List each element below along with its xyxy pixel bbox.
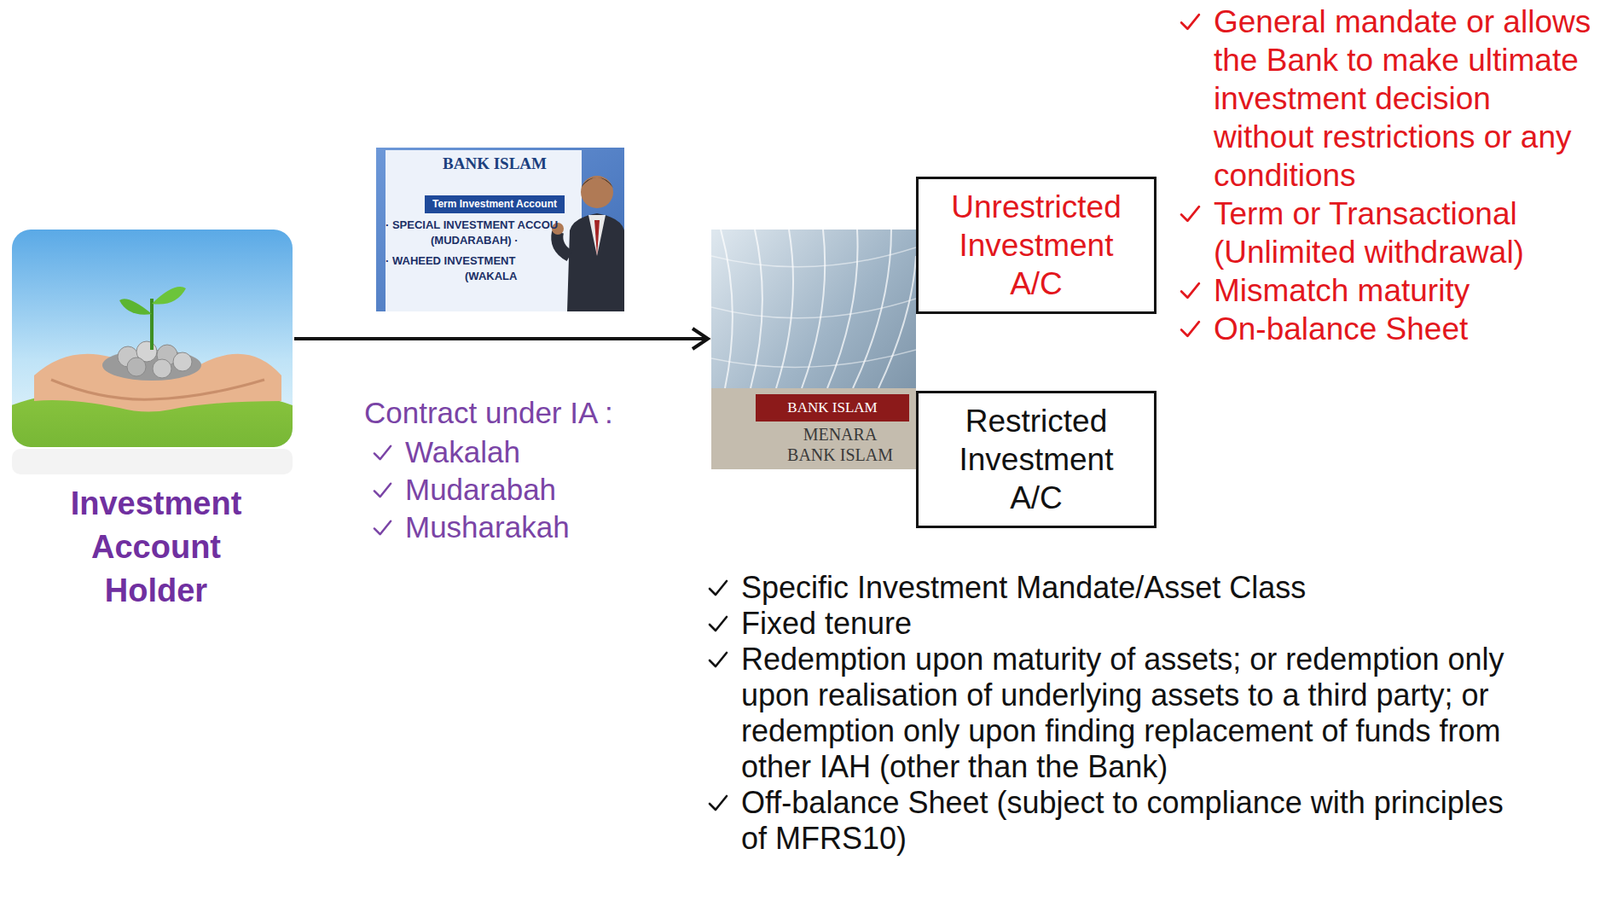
unrestricted-feature-text: Mismatch maturity: [1213, 271, 1595, 310]
unrestricted-feature: Term or Transactional (Unlimited withdra…: [1213, 194, 1595, 272]
check-mark: [1178, 202, 1202, 226]
photo-banner-text: Term Investment Account: [424, 197, 565, 211]
contract-item-text: Musharakah: [405, 508, 679, 546]
restricted-feature: Fixed tenure: [741, 605, 1509, 642]
photo-sign-text: · SPECIAL INVESTMENT ACCOU: [385, 218, 558, 232]
contract-item: Wakalah: [405, 433, 679, 471]
restricted-feature-text: Fixed tenure: [741, 605, 1509, 642]
account-box: Restricted Investment A/C: [915, 390, 1157, 528]
bank-building-picture: [711, 229, 916, 470]
contract-item-text: Wakalah: [405, 433, 679, 471]
check-mark: [371, 516, 394, 539]
check-mark: [1178, 278, 1202, 302]
check-stroke: [709, 580, 727, 595]
check-stroke: [374, 483, 391, 497]
contract-heading: Contract under IA :: [364, 394, 614, 432]
holder-caption: Investment Account Holder: [49, 481, 263, 613]
flow-arrow-head: [692, 328, 708, 349]
box-label: Unrestricted Investment A/C: [937, 187, 1136, 303]
check-mark: [371, 479, 394, 501]
check-stroke: [374, 521, 391, 534]
contract-item: Musharakah: [405, 508, 679, 546]
check-stroke: [1181, 14, 1200, 29]
presenter-photo: [376, 147, 625, 312]
unrestricted-feature: On-balance Sheet: [1213, 309, 1595, 348]
check-stroke: [374, 446, 391, 459]
photo-sign-text: (MUDARABAH) ·: [430, 233, 519, 248]
picture-reflection: [11, 448, 293, 475]
restricted-feature: Redemption upon maturity of assets; or r…: [741, 641, 1509, 785]
restricted-feature: Specific Investment Mandate/Asset Class: [741, 569, 1509, 606]
flow-arrow-line: [294, 336, 707, 341]
building-name-text: MENARA: [767, 423, 913, 445]
building-sign-text: BANK ISLAM: [755, 398, 910, 418]
restricted-feature-text: Off-balance Sheet (subject to compliance…: [741, 784, 1509, 857]
check-mark: [707, 612, 730, 635]
photo-sign-text: (WAKALA: [464, 269, 517, 284]
unrestricted-feature: General mandate or allows the Bank to ma…: [1213, 2, 1595, 195]
photo-logo-text: BANK ISLAM: [426, 153, 563, 174]
unrestricted-feature-text: On-balance Sheet: [1213, 309, 1595, 348]
building-name-text: BANK ISLAM: [767, 444, 913, 465]
photo-sign-text: · WAHEED INVESTMENT: [385, 254, 516, 268]
hands-coins-picture: [11, 229, 293, 447]
box-label: Restricted Investment A/C: [937, 401, 1136, 517]
check-stroke: [709, 652, 727, 667]
check-mark: [707, 791, 730, 814]
contract-item: Mudarabah: [405, 470, 679, 509]
check-mark: [707, 648, 730, 671]
check-mark: [371, 441, 394, 464]
restricted-feature-text: Specific Investment Mandate/Asset Class: [741, 569, 1509, 606]
check-mark: [1178, 317, 1202, 341]
check-stroke: [709, 616, 727, 631]
contract-item-text: Mudarabah: [405, 470, 679, 509]
unrestricted-feature-text: General mandate or allows the Bank to ma…: [1213, 2, 1595, 195]
check-stroke: [709, 795, 727, 810]
check-stroke: [1181, 283, 1200, 298]
unrestricted-feature: Mismatch maturity: [1213, 271, 1595, 310]
restricted-feature: Off-balance Sheet (subject to compliance…: [741, 784, 1509, 857]
account-box: Unrestricted Investment A/C: [915, 176, 1157, 314]
check-stroke: [1181, 321, 1200, 337]
restricted-feature-text: Redemption upon maturity of assets; or r…: [741, 641, 1509, 785]
unrestricted-feature-text: Term or Transactional (Unlimited withdra…: [1213, 194, 1595, 272]
check-stroke: [1181, 206, 1200, 221]
check-mark: [1178, 10, 1202, 34]
check-mark: [707, 576, 730, 599]
